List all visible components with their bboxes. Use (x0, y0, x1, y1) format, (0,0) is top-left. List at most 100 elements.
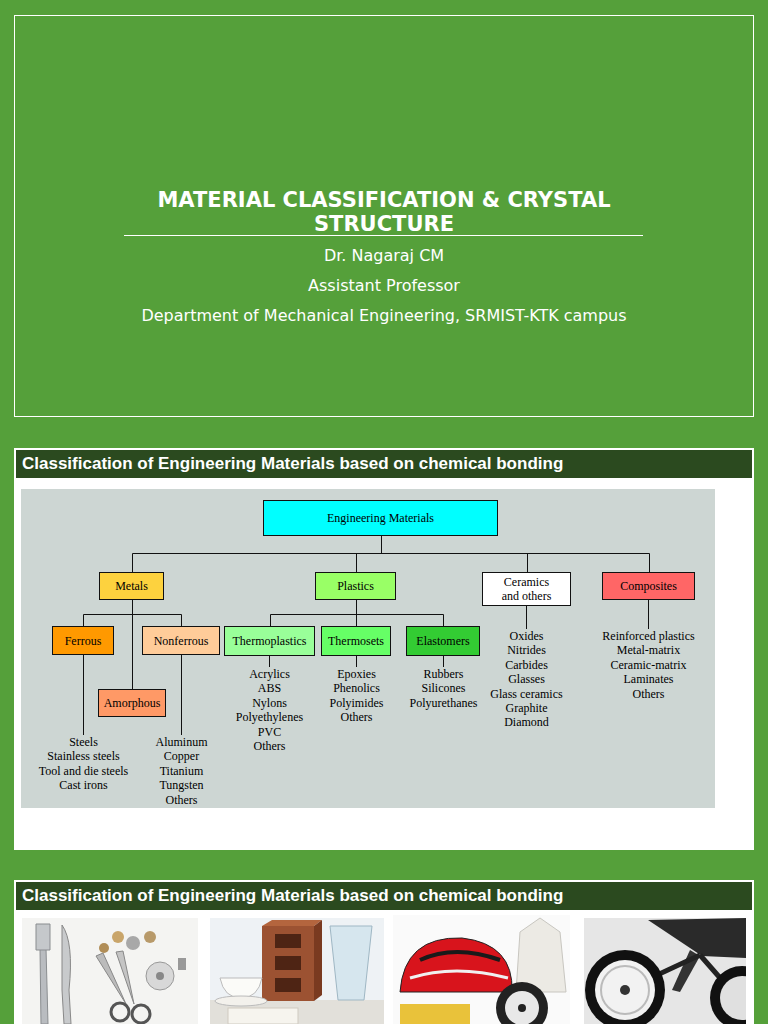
disc-wheel (585, 950, 665, 1024)
list-item: Phenolics (312, 681, 402, 695)
brick-top (262, 920, 322, 926)
ceramic-objects-photo (210, 918, 384, 1024)
coin (112, 931, 124, 943)
list-item: Tungsten (122, 778, 242, 792)
tree-connector (356, 600, 357, 626)
tree-connector (382, 536, 650, 572)
tree-connector (271, 600, 357, 626)
list-item: Diamond (472, 715, 582, 729)
category-box: Ferrous (52, 626, 114, 655)
tree-connector (132, 600, 133, 689)
wheel-hub (505, 991, 539, 1024)
list-item: Metal-matrix (584, 643, 714, 657)
leader-line (83, 655, 84, 735)
list-item: Reinforced plastics (584, 629, 714, 643)
coin (126, 936, 140, 950)
box-label: Amorphous (104, 696, 161, 710)
tree-connector (357, 536, 382, 572)
coin (99, 943, 109, 953)
list-item: Copper (122, 749, 242, 763)
list-item: Oxides (472, 629, 582, 643)
list-item: Glass ceramics (472, 687, 582, 701)
leader-line (181, 655, 182, 735)
fork-handle (40, 948, 48, 1024)
category-box: Metals (99, 572, 164, 600)
tree-connector (84, 600, 133, 626)
list-item: Nitrides (472, 643, 582, 657)
fork-tines (36, 924, 50, 950)
list-item: Glasses (472, 672, 582, 686)
list-item: Steels (9, 735, 159, 749)
slide-frame (14, 448, 754, 850)
list-item: Acrylics (215, 667, 325, 681)
list-item: Others (584, 687, 714, 701)
box-label: Elastomers (416, 634, 469, 648)
brick-hole (275, 934, 301, 948)
cyclist (648, 918, 746, 958)
box-label: Nonferrous (154, 634, 209, 648)
list-item: Others (122, 793, 242, 807)
list-item: Titanium (122, 764, 242, 778)
helmet-stripe (420, 952, 500, 960)
box-label: Plastics (337, 579, 374, 593)
list-item: PVC (215, 725, 325, 739)
list-item: Polyethylenes (215, 710, 325, 724)
box-label: Ceramics and others (499, 575, 555, 603)
list-item: Others (312, 710, 402, 724)
scissor-handle (132, 1005, 150, 1023)
plastic-jug (516, 918, 566, 992)
wheel-face (720, 976, 746, 1020)
metal-objects-photo (22, 918, 198, 1024)
category-box: Nonferrous (142, 626, 220, 655)
brick-side (314, 920, 322, 1001)
brick-hole (275, 978, 301, 992)
slide-frame (14, 880, 754, 1024)
wheel-ring (601, 966, 649, 1014)
bike-helmet (400, 938, 512, 992)
list-item: Silicones (399, 681, 489, 695)
plastic-objects-photo (393, 915, 570, 1024)
tree-connector (133, 600, 182, 626)
list-item: Polyurethanes (399, 696, 489, 710)
photo-background (210, 918, 384, 1024)
slide-title: MATERIAL CLASSIFICATION & CRYSTAL STRUCT… (104, 188, 664, 236)
wheel-hub (620, 985, 630, 995)
category-box: Ceramics and others (482, 572, 571, 606)
wheel-axle (518, 1004, 526, 1012)
coin (144, 931, 156, 943)
brick-hole (275, 956, 301, 970)
saucer (215, 996, 267, 1006)
bolt (178, 958, 186, 970)
box-label: Metals (115, 579, 148, 593)
helmet-stripe (410, 971, 508, 978)
wheel-face (595, 960, 655, 1020)
leader-line (443, 656, 444, 667)
tree-connector (133, 536, 382, 572)
list-item: Others (215, 739, 325, 753)
glass-vase (330, 926, 372, 1000)
list-item: Aluminum (122, 735, 242, 749)
slide-frame (15, 16, 754, 417)
header-band: Classification of Engineering Materials … (16, 450, 752, 478)
teacup (220, 978, 262, 998)
scissor-handle (111, 1003, 129, 1021)
category-box: Elastomers (406, 626, 480, 656)
category-box: Thermosets (321, 626, 391, 656)
ceramic-tile (228, 1008, 298, 1024)
category-box: Thermoplastics (224, 626, 315, 656)
category-box: Plastics (315, 572, 396, 600)
box-label: Thermosets (328, 634, 384, 648)
disc-wheel (710, 966, 746, 1024)
diagram-panel (21, 489, 715, 808)
scissor-blade (116, 951, 134, 1004)
brick (262, 926, 314, 1001)
box-label: Composites (620, 579, 677, 593)
photo-background (22, 918, 198, 1024)
plastic-wheel (496, 982, 548, 1024)
leader-line (648, 600, 649, 629)
tree-connector (357, 600, 444, 626)
category-box: Amorphous (98, 689, 166, 717)
plastic-part (400, 1004, 470, 1024)
